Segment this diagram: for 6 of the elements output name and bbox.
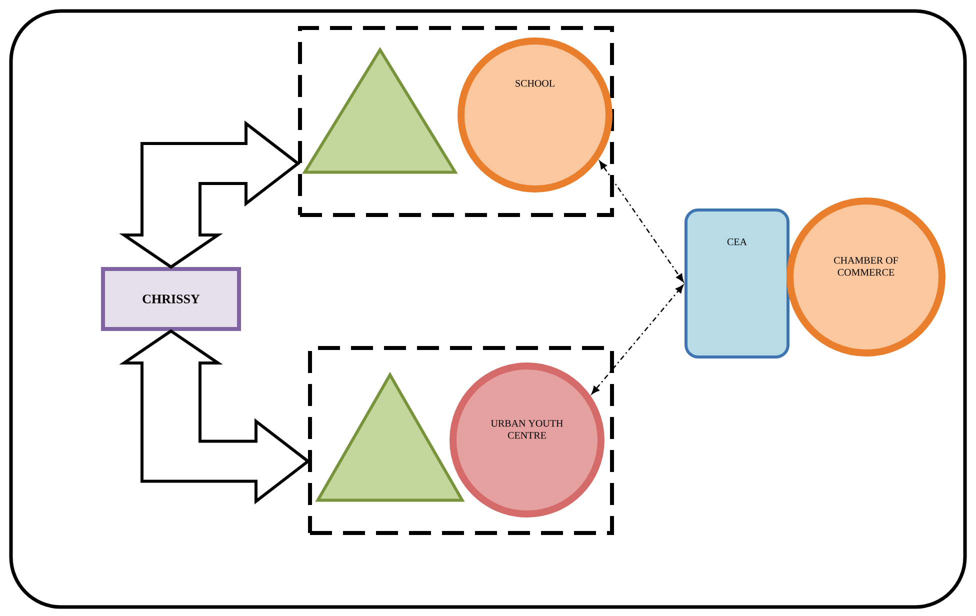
label-box: CEA xyxy=(684,208,790,358)
label-box: CHRISSY xyxy=(101,267,241,331)
dash-dot-arrow xyxy=(591,284,684,394)
dash-dot-arrow xyxy=(599,160,684,282)
frame-box xyxy=(308,346,614,535)
frame-box xyxy=(298,26,614,217)
